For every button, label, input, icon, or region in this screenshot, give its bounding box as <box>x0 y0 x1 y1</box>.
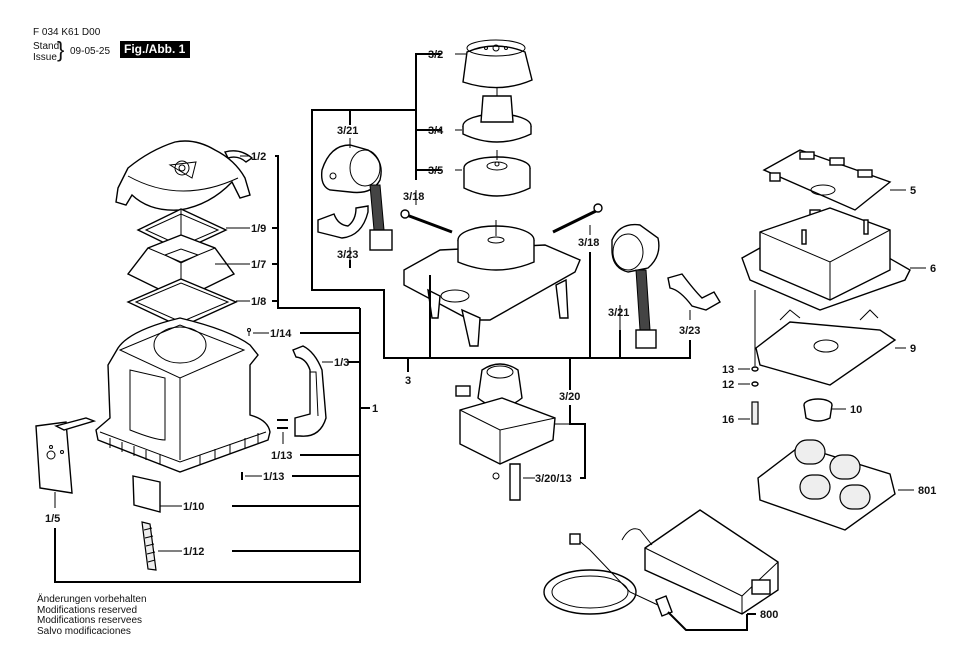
label-1-13-a: 1/13 <box>271 450 292 462</box>
issue-date: 09-05-25 <box>70 46 111 57</box>
label-3-21-b: 3/21 <box>608 307 629 319</box>
part-10-cap <box>803 398 833 422</box>
notice-fr: Modifications reservees <box>37 615 143 626</box>
notice-en: Modifications reserved <box>37 604 138 616</box>
notice-es: Salvo modificaciones <box>37 625 131 637</box>
part-1-7-window <box>126 234 236 301</box>
part-1-10-window <box>132 475 161 513</box>
label-3-2: 3/2 <box>428 49 443 61</box>
part-9-base <box>755 309 897 386</box>
part-3-20-laser-module <box>455 363 556 501</box>
part-1-5-label-plate <box>35 417 97 494</box>
label-5: 5 <box>910 185 916 197</box>
part-13-washer <box>751 366 759 372</box>
label-3-21-a: 3/21 <box>337 125 358 137</box>
group-3-leaders <box>311 53 691 479</box>
label-3-23-a: 3/23 <box>337 249 358 261</box>
part-1-14-screw <box>247 328 251 336</box>
part-6-housing <box>741 207 911 311</box>
part-3-18-pin-right <box>552 203 603 234</box>
part-1-3-handle <box>292 345 327 437</box>
label-10: 10 <box>850 404 862 416</box>
part-3-2-cap <box>462 39 533 89</box>
label-3-20: 3/20 <box>559 391 580 403</box>
label-16: 16 <box>722 414 734 426</box>
part-5-plate <box>762 149 892 219</box>
part-3-21-sensor-right <box>611 223 660 349</box>
label-3-18-b: 3/18 <box>578 237 599 249</box>
label-1-9: 1/9 <box>251 223 266 235</box>
part-16-screw <box>751 290 759 425</box>
label-12: 12 <box>722 379 734 391</box>
label-1: 1 <box>372 403 378 415</box>
document-code: F 034 K61 D00 <box>33 27 101 38</box>
label-1-7: 1/7 <box>251 259 266 271</box>
part-1-8-gasket <box>126 278 238 328</box>
label-1-10: 1/10 <box>183 501 204 513</box>
label-9: 9 <box>910 343 916 355</box>
part-3-23-bracket-right <box>667 273 721 311</box>
label-800: 800 <box>760 609 778 621</box>
group-1-leaders <box>54 155 370 583</box>
part-labels: 1/2 1/9 1/7 1/8 1/14 1/3 1 1/13 1/13 1/1… <box>45 49 936 621</box>
part-housing-body <box>95 317 271 473</box>
label-3-4: 3/4 <box>428 125 444 137</box>
part-12-washer <box>751 381 759 387</box>
part-800-leaders <box>667 611 756 631</box>
label-3: 3 <box>405 375 411 387</box>
label-1-5: 1/5 <box>45 513 60 525</box>
part-3-5-motor <box>463 150 531 197</box>
label-1-13-b: 1/13 <box>263 471 284 483</box>
label-1-12: 1/12 <box>183 546 204 558</box>
label-1-8: 1/8 <box>251 296 266 308</box>
part-1-13-screws <box>241 419 288 480</box>
stand-issue-labels: Stand Issue <box>33 41 59 63</box>
label-801: 801 <box>918 485 936 497</box>
label-13: 13 <box>722 364 734 376</box>
label-6: 6 <box>930 263 936 275</box>
label-1-14: 1/14 <box>270 328 292 340</box>
label-3-23-b: 3/23 <box>679 325 700 337</box>
stand-label: Stand <box>33 41 60 52</box>
label-1-3: 1/3 <box>334 357 349 369</box>
modifications-notice: Änderungen vorbehalten Modifications res… <box>37 594 147 637</box>
part-3-21-sensor-left <box>320 144 393 251</box>
label-3-18-a: 3/18 <box>403 191 424 203</box>
part-801-battery-pack <box>757 439 896 531</box>
label-1-2: 1/2 <box>251 151 266 163</box>
part-3-18-pin-left <box>400 209 453 234</box>
part-1-12-grid <box>141 521 157 571</box>
notice-de: Änderungen vorbehalten <box>37 594 147 605</box>
part-1-2-top-cap <box>115 140 254 211</box>
part-800-charger <box>543 509 779 617</box>
right-leaders <box>738 189 926 491</box>
issue-label: Issue <box>33 52 57 63</box>
part-3-4-rotor-head <box>462 88 532 143</box>
label-3-5: 3/5 <box>428 165 443 177</box>
figure-label: Fig./Abb. 1 <box>120 41 191 58</box>
brace-symbol: } <box>57 37 65 62</box>
label-3-20-13: 3/20/13 <box>535 473 572 485</box>
part-3-23-bracket-left <box>317 205 369 239</box>
